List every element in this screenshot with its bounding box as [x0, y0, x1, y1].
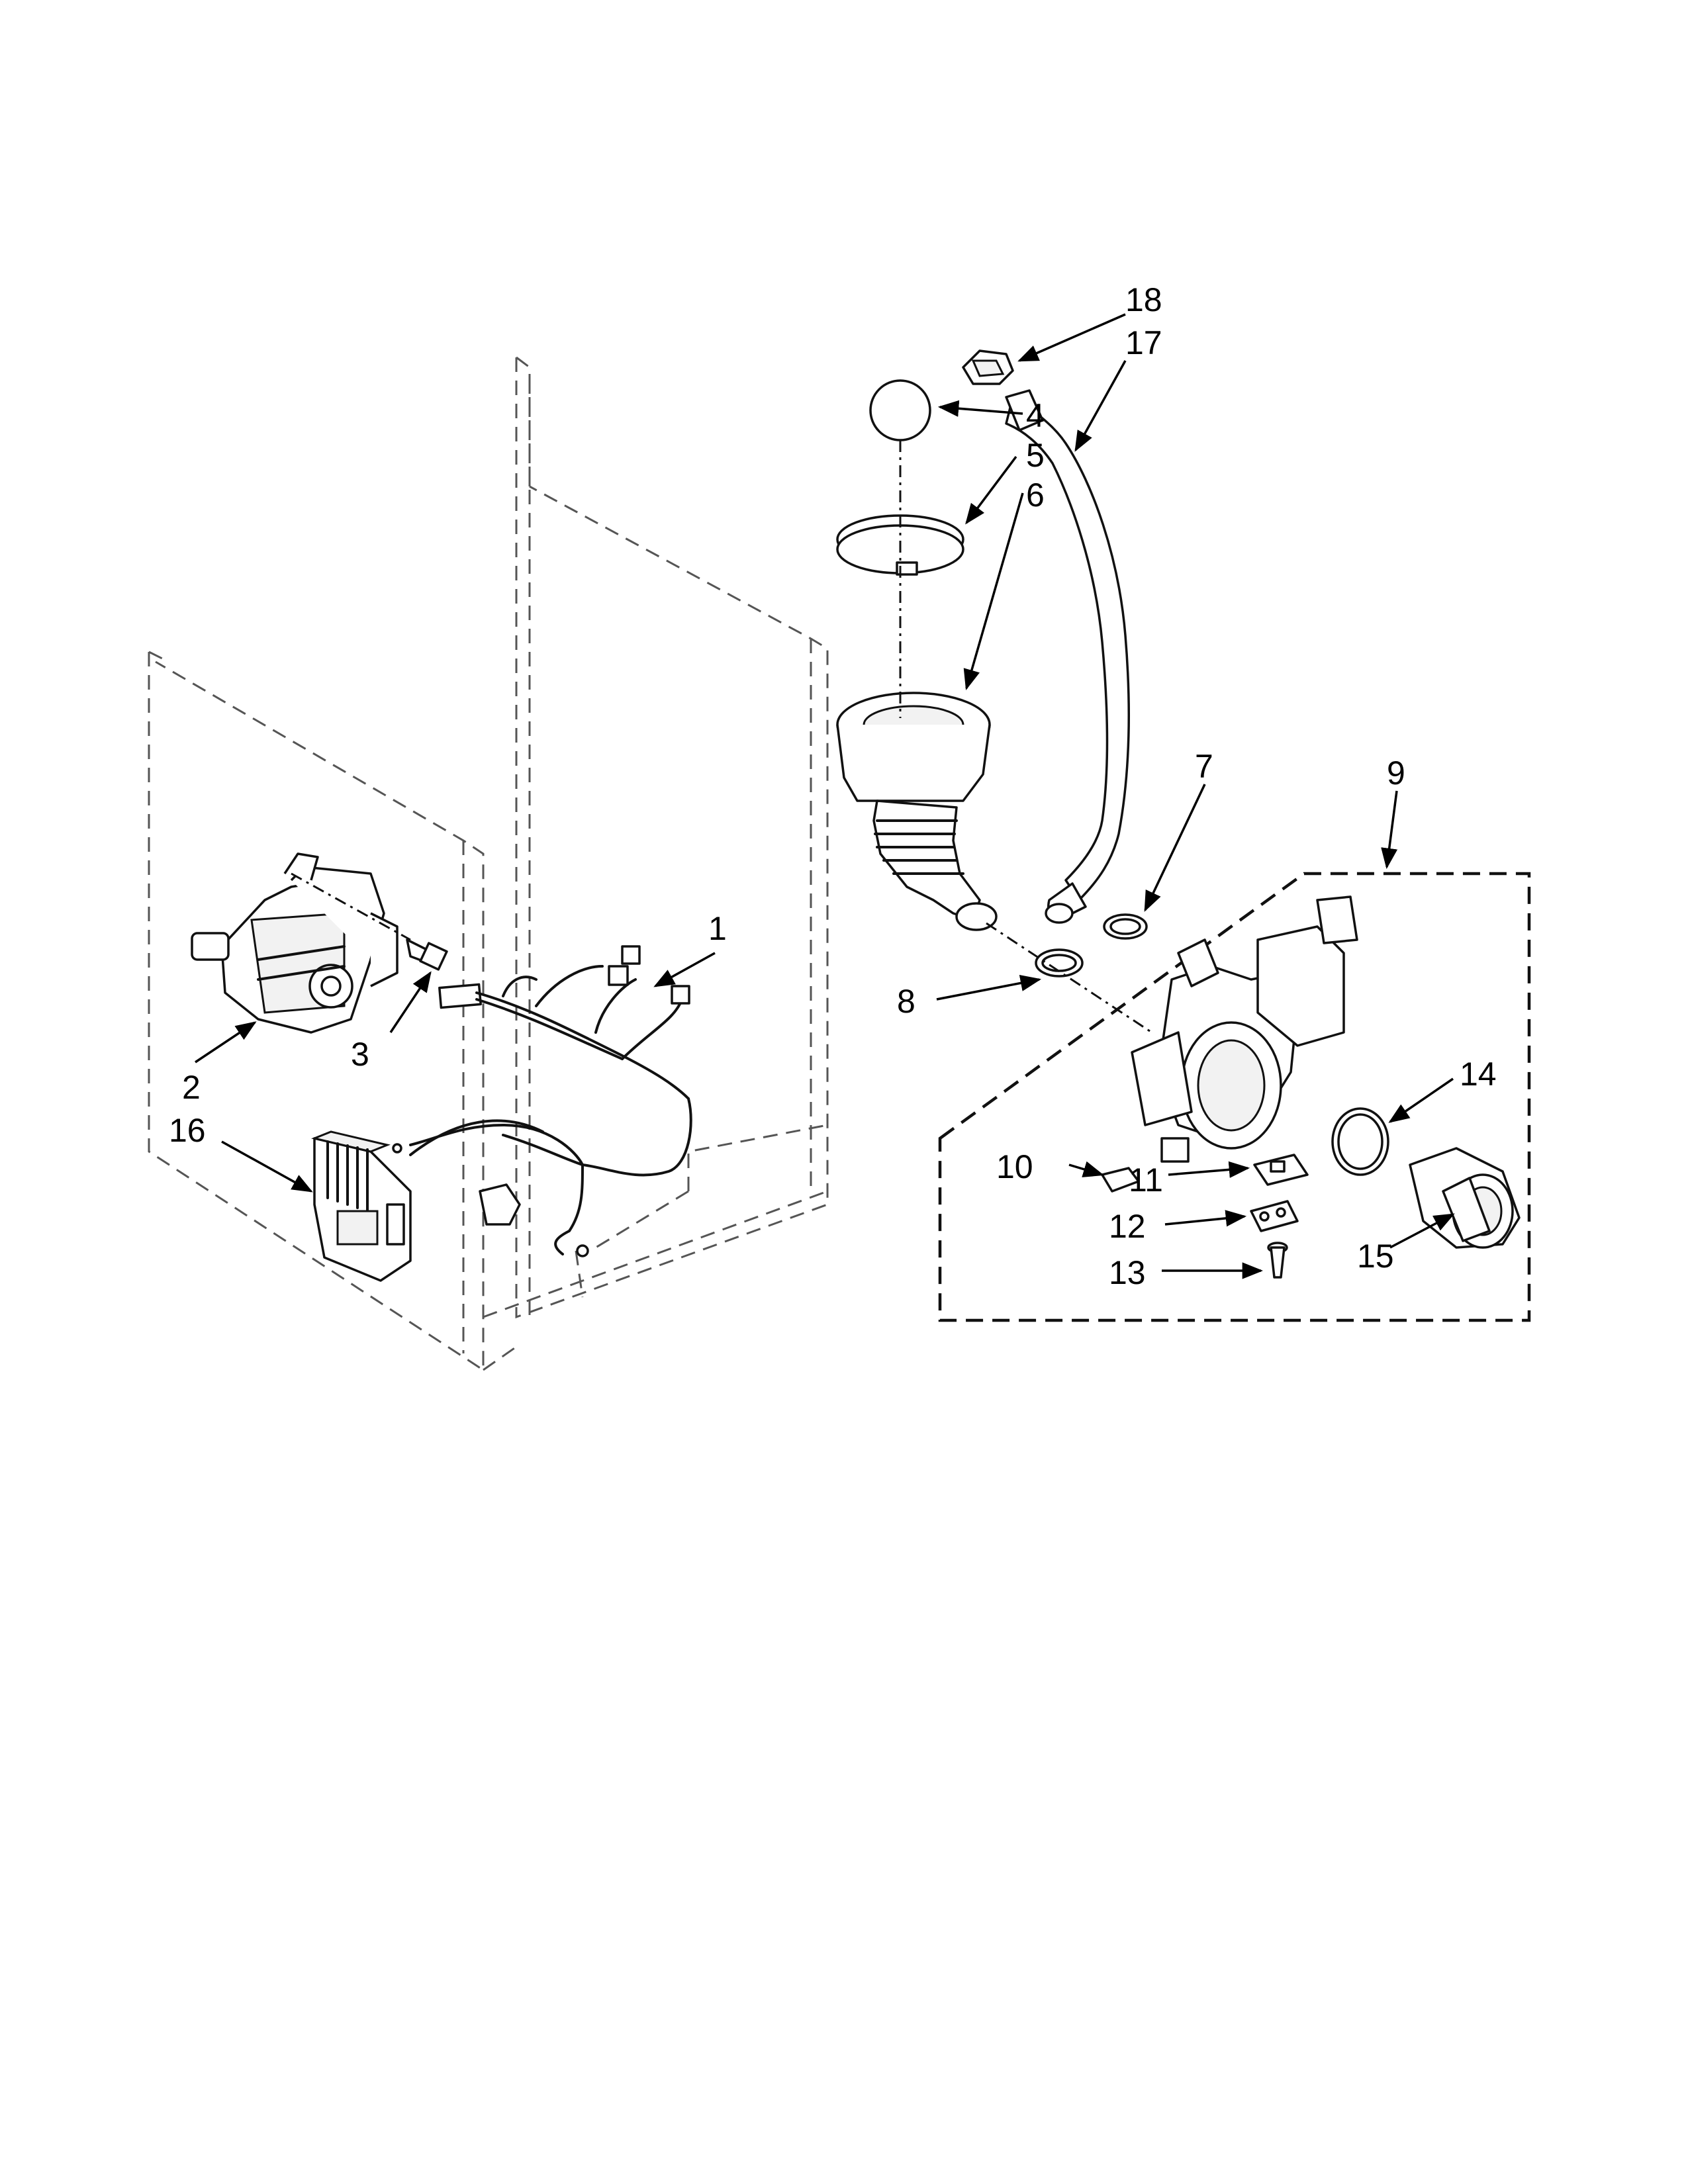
- part-10-cap: [1101, 1167, 1140, 1193]
- callout-2: 2: [182, 1069, 201, 1106]
- callout-16: 16: [169, 1112, 206, 1149]
- motor-part: [191, 852, 399, 1034]
- callout-8: 8: [897, 983, 915, 1020]
- callout-13: 13: [1109, 1254, 1146, 1291]
- sump-bellow-part: [836, 440, 998, 931]
- part-14-oring: [1331, 1107, 1389, 1176]
- callout-12: 12: [1109, 1208, 1146, 1245]
- leader-lines: [195, 313, 1455, 1279]
- callout-7: 7: [1195, 748, 1213, 785]
- bolt-part: [291, 872, 448, 971]
- callout-18: 18: [1125, 281, 1162, 318]
- callout-11: 11: [1129, 1161, 1163, 1199]
- callout-10: 10: [996, 1148, 1033, 1185]
- callout-5: 5: [1026, 437, 1045, 474]
- callout-9: 9: [1387, 754, 1405, 792]
- callout-4: 4: [1026, 397, 1045, 434]
- drain-pump-part: [1131, 895, 1358, 1163]
- hose-clip-part: [962, 349, 1014, 385]
- check-ball-part: [869, 379, 931, 441]
- callout-6: 6: [1026, 477, 1045, 514]
- part-13-screw: [1267, 1242, 1288, 1279]
- cabinet-outline: [148, 356, 829, 1372]
- drain-hose-part: [1005, 389, 1130, 924]
- callout-15: 15: [1357, 1238, 1394, 1275]
- pump-assembly-box: [938, 872, 1531, 1322]
- callout-14: 14: [1460, 1056, 1497, 1093]
- part-15-filter: [1409, 1147, 1521, 1249]
- callout-1: 1: [708, 910, 727, 947]
- callout-labels: 18 17 4 5 6 7 9 8 1 3 2 16 10 11 12 13 1…: [169, 281, 1497, 1291]
- clamp-8-part: [986, 922, 1152, 1034]
- callout-3: 3: [351, 1036, 369, 1073]
- control-board-part: [311, 1130, 412, 1282]
- clamp-7-part: [1103, 913, 1148, 940]
- part-11-gasket: [1253, 1154, 1309, 1186]
- wire-harness-part: [392, 945, 692, 1257]
- part-12-bracket: [1250, 1200, 1299, 1232]
- callout-17: 17: [1125, 324, 1162, 361]
